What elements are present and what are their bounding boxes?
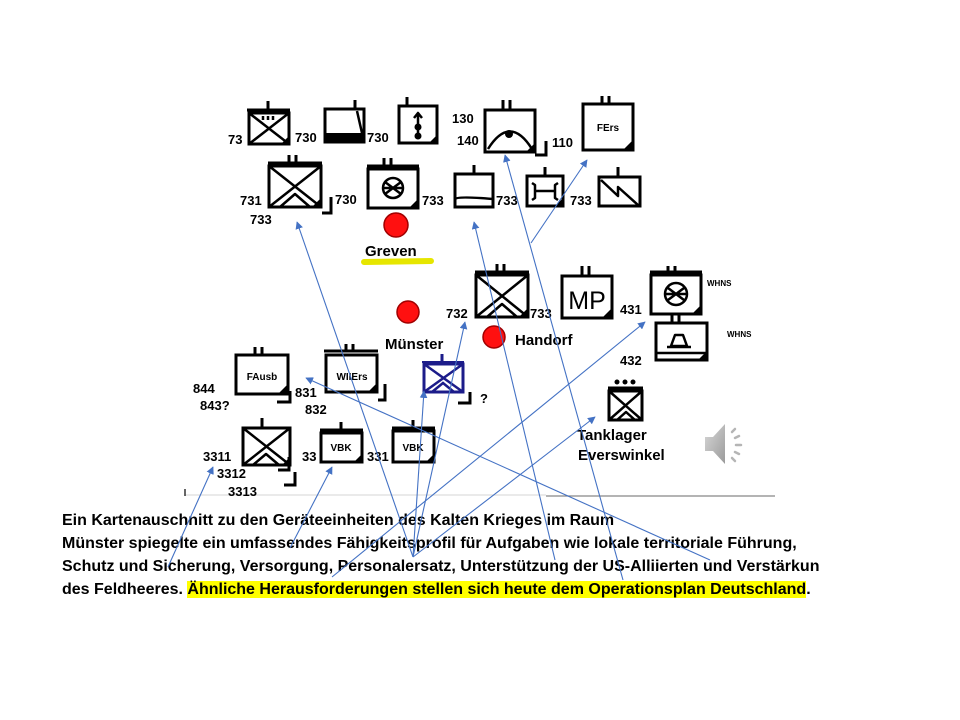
svg-text:731: 731 — [240, 193, 262, 208]
unit-733-signal: 733 — [570, 167, 642, 208]
svg-text:MP: MP — [568, 287, 606, 315]
svg-text:733: 733 — [570, 193, 592, 208]
unit-unknown-blue: ? — [422, 354, 488, 406]
unit-731-733: 731 733 — [240, 155, 333, 227]
svg-text:431: 431 — [620, 302, 642, 317]
svg-text:FErs: FErs — [597, 123, 620, 134]
tanklager-everswinkel: Tanklager Everswinkel — [577, 379, 665, 464]
unit-432-bell: 432 WHNS — [620, 314, 752, 368]
svg-text:130: 130 — [452, 111, 474, 126]
svg-text:730: 730 — [295, 130, 317, 145]
svg-text:33: 33 — [302, 449, 316, 464]
caption-line-3: Schutz und Sicherung, Versorgung, Person… — [62, 558, 820, 575]
unit-110-fers: FErs 110 — [552, 96, 635, 152]
unit-33-vbk: VBK 33 — [302, 422, 364, 464]
unit-730-maintenance: 730 — [335, 158, 420, 210]
unit-733-transport: 733 — [422, 165, 495, 209]
caption-line-4: des Feldheeres. Ähnliche Herausforderung… — [62, 578, 819, 601]
unit-733-bridge: 733 — [496, 167, 565, 208]
svg-text:FAusb: FAusb — [247, 372, 278, 383]
unit-730-ordnance: 730 — [367, 97, 439, 145]
svg-text:Tanklager: Tanklager — [577, 427, 647, 444]
svg-text:VBK: VBK — [402, 443, 424, 454]
svg-text:Greven: Greven — [365, 243, 417, 260]
svg-text:110: 110 — [552, 135, 573, 150]
unit-3311: 3311 3312 3313 — [203, 418, 297, 499]
svg-text:140: 140 — [457, 133, 479, 148]
caption-text: Ein Kartenauschnitt zu den Geräteeinheit… — [62, 509, 819, 601]
svg-text:3311: 3311 — [203, 449, 231, 464]
unit-733-mp: MP 733 — [530, 266, 614, 321]
caption-line-4-start: des Feldheeres. — [62, 581, 188, 598]
svg-text:844: 844 — [193, 381, 215, 396]
unit-844-fausb: FAusb 844 843? — [193, 347, 292, 413]
svg-text:432: 432 — [620, 353, 642, 368]
svg-text:Handorf: Handorf — [515, 332, 574, 349]
svg-text:732: 732 — [446, 306, 468, 321]
place-handorf: Handorf — [482, 325, 574, 349]
unit-732: 732 — [446, 264, 530, 321]
caption-line-4-end: . — [806, 581, 811, 598]
svg-text:331: 331 — [367, 449, 389, 464]
svg-text:?: ? — [480, 391, 488, 406]
svg-text:Everswinkel: Everswinkel — [578, 447, 665, 464]
svg-text:730: 730 — [335, 192, 357, 207]
caption-line-2: Münster spiegelte ein umfassendes Fähigk… — [62, 535, 797, 552]
svg-text:73: 73 — [228, 132, 242, 147]
svg-text:733: 733 — [530, 306, 552, 321]
place-greven: Greven — [361, 212, 434, 265]
unit-331-vbk: VBK 331 — [367, 420, 436, 464]
svg-text:3313: 3313 — [228, 484, 257, 499]
unit-431-maintenance: 431 WHNS — [620, 266, 732, 317]
svg-text:WIIErs: WIIErs — [336, 372, 368, 383]
svg-text:831: 831 — [295, 385, 317, 400]
svg-text:3312: 3312 — [217, 466, 246, 481]
unit-831-wiiers: WIIErs 831 832 — [295, 344, 387, 417]
svg-text:Münster: Münster — [385, 336, 444, 353]
speaker-icon[interactable] — [703, 420, 753, 468]
svg-text:730: 730 — [367, 130, 389, 145]
svg-text:VBK: VBK — [330, 443, 352, 454]
unit-73: 73 — [228, 101, 291, 147]
svg-text:733: 733 — [250, 212, 272, 227]
svg-text:832: 832 — [305, 402, 327, 417]
highlighted-sentence: Ähnliche Herausforderungen stellen sich … — [187, 581, 807, 598]
svg-text:WHNS: WHNS — [727, 330, 752, 339]
svg-text:733: 733 — [496, 193, 518, 208]
unit-130-140-reconnaissance: 130 140 — [452, 100, 548, 157]
caption-line-1: Ein Kartenauschnitt zu den Geräteeinheit… — [62, 512, 615, 529]
svg-text:843?: 843? — [200, 398, 230, 413]
unit-730-supply: 730 — [295, 100, 366, 145]
place-muenster: Münster — [385, 300, 444, 353]
svg-text:WHNS: WHNS — [707, 279, 732, 288]
svg-text:733: 733 — [422, 193, 444, 208]
